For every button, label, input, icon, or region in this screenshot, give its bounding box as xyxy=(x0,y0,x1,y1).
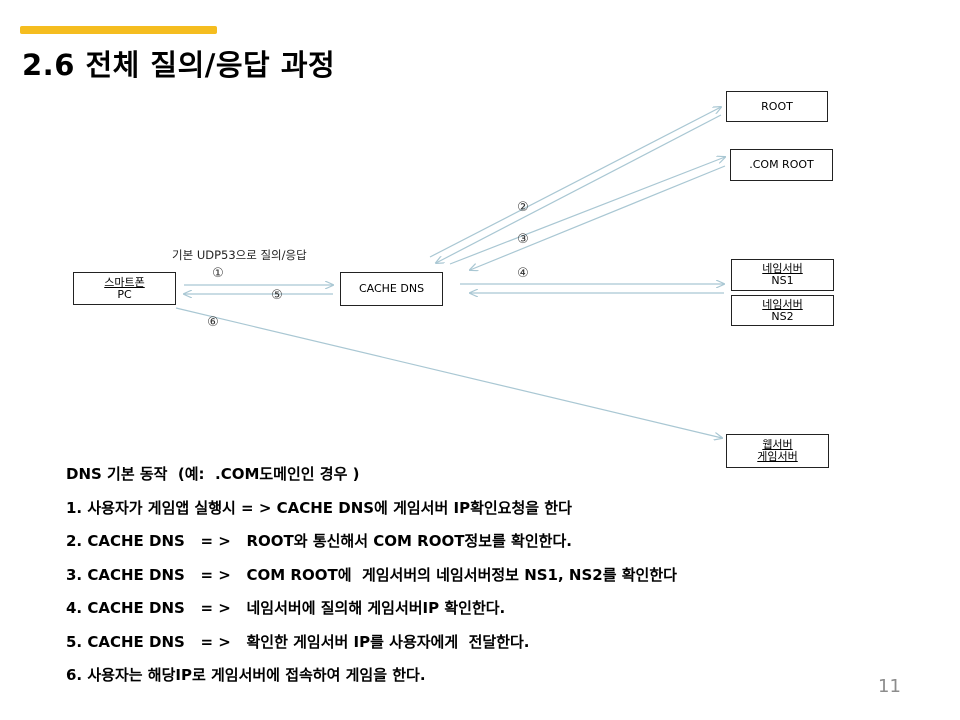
web-server-label-2: 게임서버 xyxy=(757,450,798,463)
com-root-label: .COM ROOT xyxy=(749,158,814,171)
nameserver-ns1-node: 네임서버 NS1 xyxy=(731,259,834,291)
notes-line-1: 1. 사용자가 게임앱 실행시 = > CACHE DNS에 게임서버 IP확인… xyxy=(66,498,572,517)
notes-line-3: 3. CACHE DNS = > COM ROOT에 게임서버의 네임서버정보 … xyxy=(66,565,677,584)
notes-line-5: 5. CACHE DNS = > 확인한 게임서버 IP를 사용자에게 전달한다… xyxy=(66,632,530,651)
smartphone-pc-label-2: PC xyxy=(117,287,132,301)
arrow-step3-cache-to-comroot xyxy=(449,157,725,265)
ns2-label-2: NS2 xyxy=(771,309,794,323)
cache-dns-label: CACHE DNS xyxy=(358,282,425,295)
notes-line-2: 2. CACHE DNS = > ROOT와 통신해서 COM ROOT정보를 … xyxy=(66,532,572,550)
ns1-label-1: 네임서버 xyxy=(762,262,803,275)
smartphone-pc-label-1: 스마트폰 xyxy=(104,275,145,289)
notes-line-6: 6. 사용자는 해당IP로 게임서버에 접속하여 게임을 한다. xyxy=(66,666,426,684)
dns-steps-notes: DNS 기본 동작 (예: .COM도메인인 경우 ) 1. 사용자가 게임앱 … xyxy=(66,458,677,693)
ns2-label-1: 네임서버 xyxy=(762,297,803,311)
slide-title: 2.6 전체 질의/응답 과정 xyxy=(22,48,336,82)
smartphone-pc-node: 스마트폰 PC xyxy=(73,272,176,305)
step-3-marker: ③ xyxy=(517,232,529,247)
step-6-marker: ⑥ xyxy=(207,315,219,330)
page-number: 11 xyxy=(878,676,901,697)
ns1-label-2: NS1 xyxy=(771,274,794,287)
notes-heading: DNS 기본 동작 (예: .COM도메인인 경우 ) xyxy=(66,465,360,483)
step-2-marker: ② xyxy=(517,200,529,215)
step-1-marker: ① xyxy=(212,266,224,281)
nameserver-ns2-node: 네임서버 NS2 xyxy=(731,295,834,326)
arrow-step3-comroot-to-cache xyxy=(470,165,726,270)
arrow-step2-root-to-cache xyxy=(436,114,722,263)
arrow-step6-pc-to-webserver xyxy=(175,307,722,438)
cache-dns-node: CACHE DNS xyxy=(340,272,443,306)
step-4-marker: ④ xyxy=(517,266,529,281)
web-game-server-node: 웹서버 게임서버 xyxy=(726,434,829,468)
step-5-marker: ⑤ xyxy=(271,288,283,303)
notes-line-4: 4. CACHE DNS = > 네임서버에 질의해 게임서버IP 확인한다. xyxy=(66,599,506,617)
web-server-label-1: 웹서버 xyxy=(762,438,793,451)
arrow-step2-cache-to-root xyxy=(429,107,721,258)
udp-protocol-label: 기본 UDP53으로 질의/응답 xyxy=(172,248,307,262)
title-accent-bar xyxy=(20,26,217,34)
root-node: ROOT xyxy=(726,91,828,122)
root-label: ROOT xyxy=(761,99,793,113)
com-root-node: .COM ROOT xyxy=(730,149,833,181)
